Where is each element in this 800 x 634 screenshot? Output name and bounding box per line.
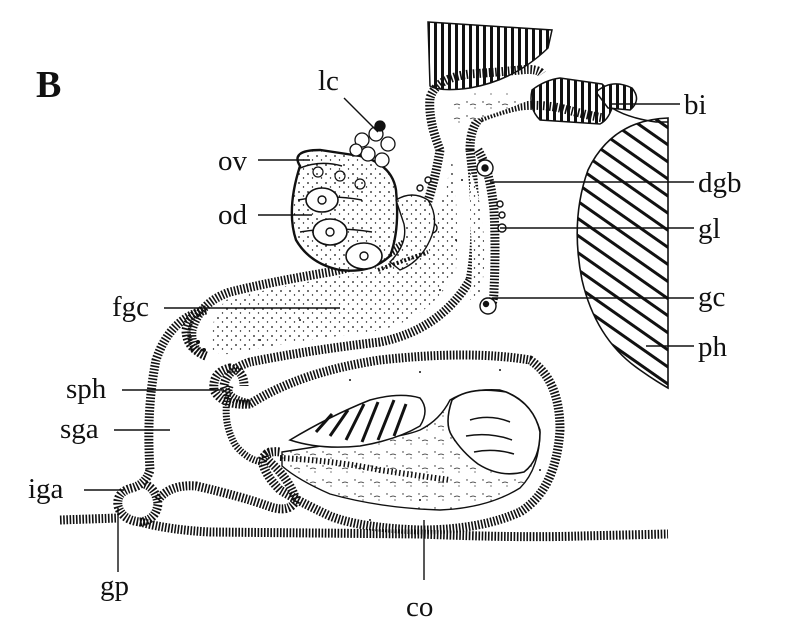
glands: [416, 159, 507, 315]
label-bi: bi: [684, 89, 707, 121]
label-lc: lc: [318, 65, 339, 97]
label-ov: ov: [218, 145, 248, 177]
label-fgc: fgc: [112, 291, 149, 323]
label-sga: sga: [60, 413, 99, 445]
label-od: od: [218, 199, 248, 231]
label-gp: gp: [100, 570, 129, 602]
label-sph: sph: [66, 373, 107, 405]
ovary: [290, 148, 399, 272]
panel-label: B: [36, 64, 61, 106]
labels: B lc ov od fgc sph sga iga gp co bi dgb …: [28, 64, 742, 623]
co-lumen: [447, 389, 541, 475]
label-ph: ph: [698, 331, 728, 363]
leader-lines: [84, 97, 694, 580]
label-gc: gc: [698, 281, 725, 313]
label-iga: iga: [28, 473, 64, 505]
dorsal-lining: [470, 170, 485, 300]
top-muscle-block: [427, 21, 553, 91]
label-dgb: dgb: [698, 167, 742, 199]
label-gl: gl: [698, 213, 721, 245]
lc-cluster: [349, 120, 396, 168]
label-co: co: [406, 591, 433, 623]
pharynx: [576, 117, 669, 390]
specimen-drawing: [59, 21, 669, 542]
